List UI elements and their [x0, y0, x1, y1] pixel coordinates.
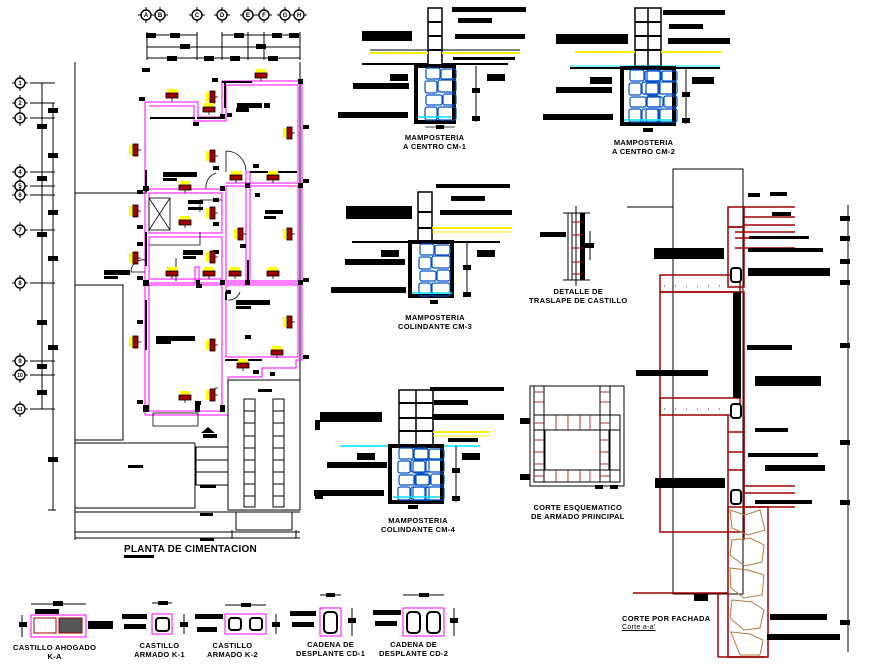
row-axis-label: 7 — [18, 228, 22, 234]
section-cd2-line2: DESPLANTE CD-2 — [379, 649, 449, 658]
detail-esquematico — [520, 385, 625, 489]
title-underline — [124, 555, 154, 558]
detail-cm2-line2: A CENTRO CM-2 — [612, 147, 676, 156]
section-ka — [19, 601, 113, 638]
section-k2-line1: CASTILLO — [212, 641, 253, 650]
facade-section-title: CORTE POR FACHADA — [622, 614, 711, 623]
plan-title: PLANTA DE CIMENTACION — [124, 544, 257, 558]
column-markers — [128, 68, 296, 404]
detail-cm3-label: MAMPOSTERIA COLINDANTE CM-3 — [398, 313, 472, 331]
detail-cm1-line1: MAMPOSTERIA — [404, 133, 465, 142]
row-axis-label: 5 — [18, 184, 22, 190]
north-arrow-icon — [201, 427, 215, 433]
row-axis-label: 9 — [18, 359, 22, 365]
column-axis-label: H — [297, 13, 301, 19]
column-axis-label: A — [144, 13, 149, 19]
section-k2-line2: ARMADO K-2 — [207, 650, 258, 659]
row-axes — [11, 74, 29, 418]
detail-cm2-label: MAMPOSTERIA A CENTRO CM-2 — [612, 138, 675, 156]
detail-cm4 — [314, 387, 504, 509]
row-axis-label: 8 — [18, 281, 22, 287]
detail-cm4-line1: MAMPOSTERIA — [388, 516, 448, 525]
foundation-walls — [144, 80, 303, 416]
facade-section-subtitle: Corte a-a' — [622, 624, 656, 631]
facade-section — [627, 168, 850, 658]
section-cd1-line1: CADENA DE — [307, 640, 355, 649]
detail-esquematico-line2: DE ARMADO PRINCIPAL — [531, 512, 625, 521]
detail-cm3 — [331, 184, 512, 304]
column-axis-label: D — [220, 13, 225, 19]
detail-esquematico-label: CORTE ESQUEMATICO DE ARMADO PRINCIPAL — [531, 503, 625, 521]
section-cd2 — [373, 593, 458, 637]
detail-cm1-line2: A CENTRO CM-1 — [403, 142, 467, 151]
plan-title-text: PLANTA DE CIMENTACION — [124, 544, 257, 555]
detail-cm4-label: MAMPOSTERIA COLINDANTE CM-4 — [381, 516, 455, 534]
detail-cm1 — [338, 7, 526, 129]
row-axis-label: 6 — [18, 193, 22, 199]
section-k1-line1: CASTILLO — [139, 641, 180, 650]
section-ka-line1: CASTILLO AHOGADO — [13, 643, 97, 652]
row-axis-label: 2 — [18, 101, 22, 107]
row-axis-label: 3 — [18, 116, 22, 122]
column-axis-label: F — [262, 13, 266, 19]
section-cd1-line2: DESPLANTE CD-1 — [296, 649, 366, 658]
row-axis-label: 4 — [18, 170, 22, 176]
section-k2 — [195, 603, 280, 635]
row-axis-label: 11 — [17, 407, 23, 413]
detail-cm3-line1: MAMPOSTERIA — [405, 313, 465, 322]
section-ka-line2: K-A — [47, 652, 62, 661]
detail-cm3-line2: COLINDANTE CM-3 — [398, 322, 473, 331]
section-cd2-line1: CADENA DE — [390, 640, 438, 649]
detail-traslape-label: DETALLE DE TRASLAPE DE CASTILLO — [529, 287, 628, 305]
detail-cm1-label: MAMPOSTERIA A CENTRO CM-1 — [403, 133, 466, 151]
column-axis-label: C — [195, 13, 200, 19]
section-k1-line2: ARMADO K-1 — [134, 650, 185, 659]
column-axis-label: E — [246, 13, 250, 19]
section-cd1-label: CADENA DE DESPLANTE CD-1 — [296, 640, 365, 658]
section-k2-label: CASTILLO ARMADO K-2 — [207, 641, 258, 659]
detail-cm2-line1: MAMPOSTERIA — [613, 138, 674, 147]
section-cd1 — [290, 593, 356, 637]
section-k1-label: CASTILLO ARMADO K-1 — [134, 641, 185, 659]
column-axis-label: B — [158, 13, 163, 19]
row-axis-label: 1 — [18, 81, 22, 87]
facade-section-label: CORTE POR FACHADA Corte a-a' — [622, 614, 710, 632]
detail-cm4-line2: COLINDANTE CM-4 — [381, 525, 456, 534]
section-ka-label: CASTILLO AHOGADO K-A — [13, 643, 96, 661]
section-cd2-label: CADENA DE DESPLANTE CD-2 — [379, 640, 448, 658]
detail-esquematico-line1: CORTE ESQUEMATICO — [533, 503, 623, 512]
section-k1 — [122, 601, 188, 635]
column-axis-label: G — [283, 13, 288, 19]
detail-cm2 — [543, 7, 730, 132]
detail-traslape-line1: DETALLE DE — [553, 287, 604, 296]
row-axis-label: 10 — [17, 373, 23, 379]
detail-traslape-line2: TRASLAPE DE CASTILLO — [529, 296, 628, 305]
detail-traslape — [540, 206, 594, 286]
